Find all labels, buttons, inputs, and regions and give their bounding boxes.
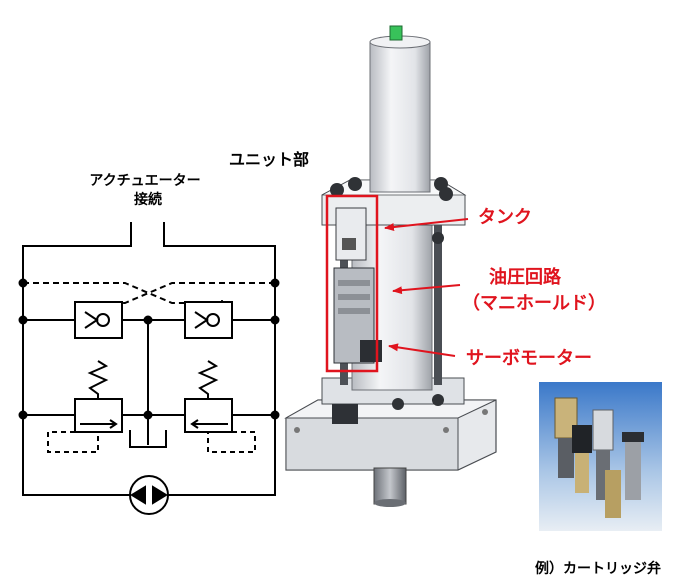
servo-unit-illustration [284,25,497,507]
cartridge-valve [575,453,589,493]
actuator-port-right-line [163,222,276,496]
check-valve-seat-right [194,311,209,329]
relief-valve-right [184,398,233,433]
flange-nut [392,398,404,410]
top-tube [369,41,431,193]
cartridge-valve [622,432,644,442]
pilot-line-dashed [23,282,223,304]
cartridge-valve [592,409,614,451]
relief-pilot-dashed [47,431,99,453]
servo-motor-fin [338,280,370,286]
pump-triangle-right [152,485,168,505]
pump-symbol [129,475,169,515]
manifold-port [342,238,356,250]
hydraulic-callout-arrow [392,284,461,295]
cartridge-valve-photo [539,382,662,531]
servo-motor-fin [338,308,370,314]
hydraulic-schematic [18,222,280,515]
servo-motor-label: サーボモーター [466,348,592,369]
cartridge-valve [605,470,621,518]
actuator-connection-label-line1: アクチュエーター [89,173,200,189]
pilot-line-dashed [74,282,275,304]
flange-nut [439,187,453,201]
manifold-block [335,207,367,261]
bolt-hole [294,427,300,433]
relief-spring-left [87,360,109,399]
servo-callout-arrow [388,343,456,357]
actuator-connection-label-line2: 接続 [134,191,162,208]
unit-section-label: ユニット部 [229,150,309,169]
tie-rod [434,225,442,385]
cartridge-valve [625,440,641,500]
relief-spring-right [197,360,219,399]
indicator-lamp [389,25,403,41]
tank-callout-arrow [384,218,469,232]
hydraulic-circuit-sublabel: （マニホールド） [462,293,606,314]
lower-block [332,404,358,424]
bolt-hole [443,427,449,433]
flange-nut [330,183,344,197]
flange-nut [432,394,444,406]
hydraulic-circuit-label: 油圧回路 [489,266,562,288]
flange-nut [348,177,362,191]
base-block-front [285,417,459,471]
cartridge-valve-caption: 例）カートリッジ弁 [535,560,661,577]
cartridge-valve [572,425,592,453]
relief-pilot-dashed [207,431,256,453]
relief-arrow-left [80,419,118,429]
servo-connector [360,340,382,362]
check-valve-seat-left [84,311,99,329]
tank-symbol [129,430,167,448]
output-rod [373,467,407,505]
unit-highlight-box [325,194,379,373]
output-rod-end [374,499,406,507]
relief-arrow-right [190,419,228,429]
pump-triangle-left [130,485,146,505]
check-valve-right [184,301,233,339]
servo-motor-fin [338,294,370,300]
relief-valve-left [74,398,123,433]
bolt-hole [482,409,488,415]
tank-label: タンク [478,207,532,228]
flange-nut [432,232,444,244]
actuator-port-left-line [22,222,132,496]
cartridge-valve [558,438,574,478]
